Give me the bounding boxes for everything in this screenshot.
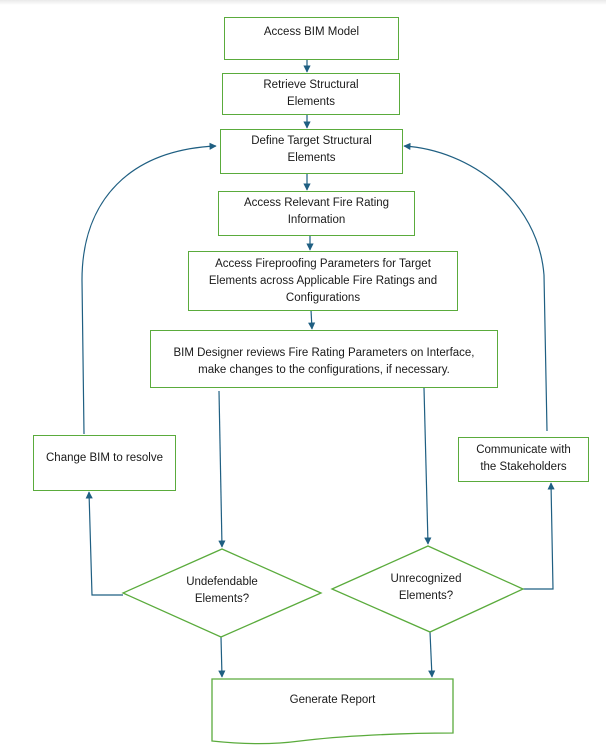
define-target-structural-elements-text: Define Target Structural Elements — [251, 135, 372, 164]
communicate-stakeholders-box[interactable]: Communicate with the Stakeholders — [458, 437, 589, 482]
bim-designer-review-line1: BIM Designer reviews Fire Rating Paramet… — [173, 347, 475, 359]
undefendable-decision-shape[interactable] — [121, 548, 323, 638]
undefendable-decision-label: Undefendable Elements? — [162, 574, 282, 608]
access-bim-model-box[interactable]: Access BIM Model — [224, 17, 399, 60]
access-fireproofing-parameters-box[interactable]: Access Fireproofing Parameters for Targe… — [188, 251, 458, 311]
access-bim-model-text: Access BIM Model — [263, 26, 360, 38]
edge-review-to-unrecognized — [423, 387, 432, 545]
edge-undefendable-to-change-bim — [85, 491, 123, 596]
edge-communicate-to-define — [403, 142, 548, 432]
top-edge-shadow — [0, 0, 606, 5]
generate-report-label: Generate Report — [212, 692, 453, 709]
unrecognized-decision-label: Unrecognized Elements? — [366, 571, 486, 605]
bim-designer-review-box[interactable]: BIM Designer reviews Fire Rating Paramet… — [150, 330, 498, 388]
access-fireproofing-parameters-text: Access Fireproofing Parameters for Targe… — [208, 258, 438, 304]
unrecognized-line2: Elements? — [398, 590, 454, 602]
change-bim-box[interactable]: Change BIM to resolve — [33, 435, 176, 491]
access-fire-rating-info-box[interactable]: Access Relevant Fire Rating Information — [218, 191, 415, 236]
edge-unrecognized-to-report — [428, 631, 436, 678]
communicate-stakeholders-text: Communicate with the Stakeholders — [476, 444, 571, 473]
edge-undefendable-to-report — [218, 636, 226, 678]
undefendable-line2: Elements? — [194, 593, 250, 605]
edge-review-to-undefendable — [218, 390, 226, 548]
define-target-structural-elements-box[interactable]: Define Target Structural Elements — [220, 129, 403, 174]
undefendable-line1: Undefendable — [186, 576, 258, 588]
unrecognized-decision-shape[interactable] — [330, 545, 525, 633]
access-fire-rating-info-text: Access Relevant Fire Rating Information — [243, 197, 390, 226]
retrieve-structural-elements-text: Retrieve Structural Elements — [263, 79, 359, 108]
edge-fireproofing-to-review — [308, 309, 316, 330]
generate-report-shape[interactable] — [211, 678, 454, 745]
generate-report-text: Generate Report — [289, 694, 376, 706]
edge-change-bim-to-define — [81, 142, 217, 435]
edge-unrecognized-to-communicate — [523, 482, 555, 590]
bim-designer-review-line2: make changes to the configurations, if n… — [198, 364, 450, 376]
unrecognized-line1: Unrecognized — [390, 573, 462, 585]
retrieve-structural-elements-box[interactable]: Retrieve Structural Elements — [222, 73, 400, 115]
change-bim-text: Change BIM to resolve — [46, 452, 163, 464]
